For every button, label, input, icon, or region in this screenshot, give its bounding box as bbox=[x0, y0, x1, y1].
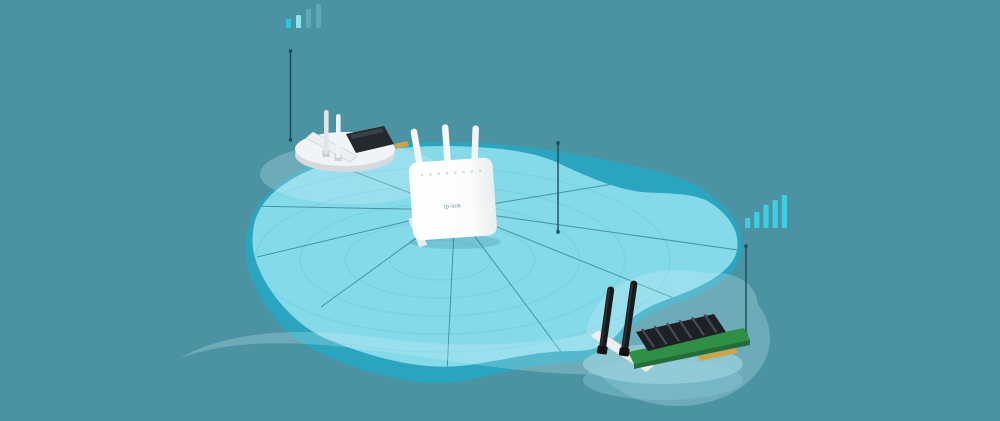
router-led bbox=[437, 172, 441, 176]
ripple-ring bbox=[389, 239, 491, 281]
adapter-gold-connector bbox=[698, 348, 738, 361]
pcie-adapter-left bbox=[295, 110, 409, 172]
adapter-antenna-right bbox=[618, 280, 638, 357]
signal-bar bbox=[306, 9, 311, 28]
heatsink-fin bbox=[666, 322, 680, 342]
signal-bar bbox=[316, 4, 321, 28]
signal-bar bbox=[781, 195, 787, 228]
adapter-pcb-edge bbox=[634, 340, 750, 369]
adapter-heatsink bbox=[636, 314, 726, 351]
router-logo: tp-link bbox=[444, 203, 463, 210]
heatsink-fin bbox=[703, 313, 718, 334]
signal-indicator-upper-left bbox=[286, 4, 321, 28]
adapter-heatsink-sheen bbox=[350, 128, 384, 139]
router-led bbox=[462, 170, 465, 174]
adapter-pcb bbox=[628, 328, 750, 364]
signal-bar bbox=[754, 212, 760, 228]
signal-bar bbox=[286, 19, 291, 28]
antenna-highlight bbox=[600, 289, 610, 347]
router-led bbox=[445, 171, 449, 175]
pin-dot bbox=[288, 49, 293, 53]
router-body bbox=[408, 157, 497, 241]
router: tp-link bbox=[408, 124, 501, 249]
signal-bar bbox=[296, 15, 301, 28]
router-led bbox=[420, 173, 424, 177]
heatsink-fin bbox=[678, 319, 693, 339]
heatsink-fin bbox=[653, 325, 668, 345]
pin-upper-left bbox=[288, 49, 293, 142]
antenna-base bbox=[618, 347, 630, 357]
router-led bbox=[478, 169, 482, 173]
router-leds bbox=[420, 169, 482, 177]
adapter-heatsink bbox=[346, 126, 394, 153]
heatsink-fin bbox=[691, 316, 705, 337]
signal-bar bbox=[772, 200, 778, 228]
coverage-spoke bbox=[454, 209, 738, 251]
signal-bar bbox=[763, 205, 769, 228]
antenna-highlight bbox=[622, 283, 634, 347]
pin-dot bbox=[556, 230, 560, 234]
signal-indicator-right bbox=[745, 195, 787, 228]
adapter-antenna-left bbox=[596, 286, 615, 355]
pin-dot bbox=[288, 138, 293, 142]
router-led bbox=[429, 173, 432, 176]
router-led bbox=[470, 170, 474, 173]
adapter-antenna bbox=[336, 114, 341, 158]
router-led bbox=[454, 171, 457, 175]
adapter-heatsink-fins bbox=[641, 313, 718, 348]
adapter-antenna bbox=[324, 110, 329, 154]
pcie-adapter-right bbox=[583, 280, 750, 400]
heatsink-fin bbox=[641, 328, 655, 348]
antenna-base bbox=[596, 345, 608, 355]
router-body-group: tp-link bbox=[408, 124, 497, 248]
pin-dot bbox=[556, 141, 560, 145]
pin-dot bbox=[744, 244, 748, 248]
pin-center bbox=[556, 141, 560, 234]
signal-bar bbox=[745, 218, 751, 228]
adapter-gold-connector bbox=[394, 141, 409, 149]
